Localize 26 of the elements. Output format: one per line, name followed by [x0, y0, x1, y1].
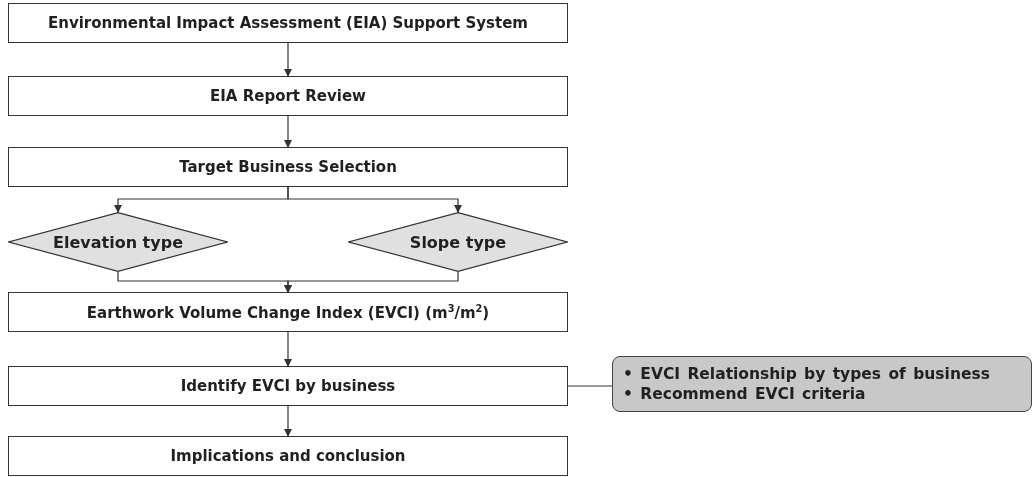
diamond-label: Elevation type — [53, 232, 183, 252]
box-label: Environmental Impact Assessment (EIA) Support System — [48, 14, 528, 32]
process-box — [8, 3, 568, 43]
box-label: Target Business Selection — [179, 158, 397, 176]
process-box — [8, 147, 568, 187]
bullet-item: • EVCI Relationship by types of business — [623, 363, 991, 384]
connector-line — [567, 385, 613, 387]
arrow — [284, 271, 459, 293]
arrow — [284, 405, 292, 437]
decision-diamond — [348, 212, 568, 272]
box-label: Earthwork Volume Change Index (EVCI) (m$^{3}$/m$^{2}$) — [86, 302, 490, 322]
process-box — [8, 292, 568, 332]
arrow — [284, 115, 292, 148]
arrow — [287, 186, 462, 213]
box-label: Implications and conclusion — [170, 447, 406, 465]
box-label: Identify EVCI by business — [180, 377, 396, 395]
bullet-item: • Recommend EVCI criteria — [623, 384, 867, 405]
diamond-label: Slope type — [409, 232, 507, 252]
arrow — [284, 42, 292, 77]
note-box — [612, 356, 1032, 412]
process-box — [8, 366, 568, 406]
process-box — [8, 76, 568, 116]
decision-diamond — [8, 212, 228, 272]
process-box — [8, 436, 568, 476]
arrow — [284, 331, 292, 367]
box-label: EIA Report Review — [210, 87, 366, 105]
